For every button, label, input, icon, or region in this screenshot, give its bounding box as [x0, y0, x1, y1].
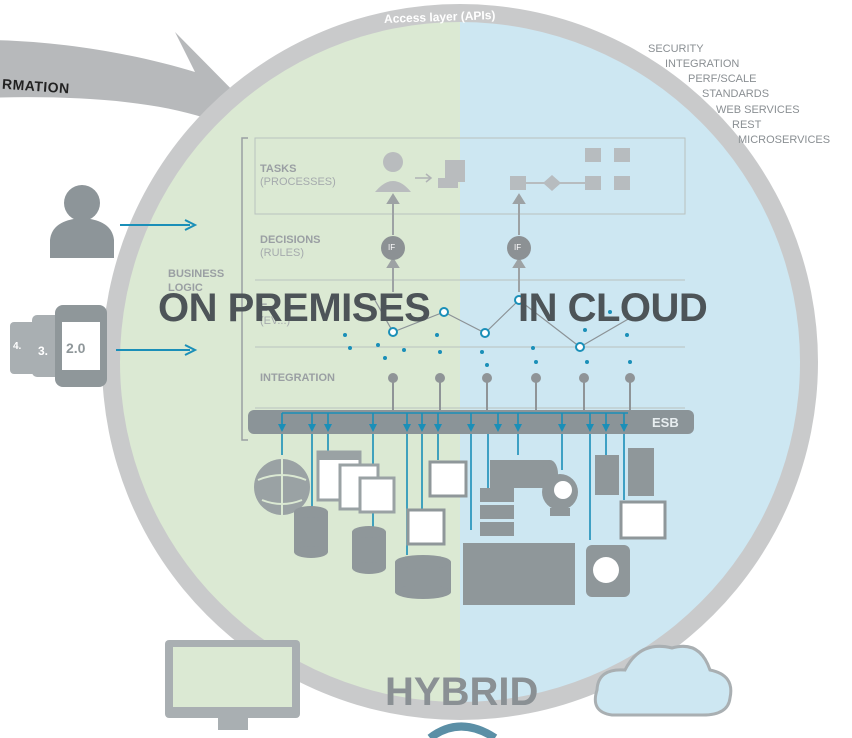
capability-item: WEB SERVICES: [716, 104, 800, 116]
tasks-layer-title: TASKS: [260, 163, 297, 175]
in-cloud-label: IN CLOUD: [518, 286, 708, 330]
device-version-3: 3.: [38, 344, 49, 358]
globe-icon: [254, 459, 310, 515]
arrow-right-icon: [415, 173, 433, 183]
capability-item: INTEGRATION: [665, 58, 740, 70]
tasks-layer-subtitle: (PROCESSES): [260, 176, 336, 188]
device-version-4: 4.: [13, 341, 22, 352]
rule-badge-right-label: IF: [514, 243, 522, 252]
decisions-layer-subtitle: (RULES): [260, 247, 305, 259]
events-layer-subtitle: (EV...): [260, 315, 291, 327]
event-nodes: [388, 295, 585, 352]
browser-window-icon: [406, 460, 667, 546]
devices-arrow: [116, 344, 198, 356]
esb-arrowheads: [278, 424, 628, 432]
integration-layer-title: INTEGRATION: [260, 372, 335, 384]
esb-label: ESB: [652, 415, 679, 430]
table-icon: [316, 450, 396, 514]
agent-icon: [375, 152, 411, 192]
workflow-icon: [510, 148, 630, 191]
integration-connectors: [388, 373, 635, 410]
idea-chart-icon: [542, 474, 578, 516]
on-premises-label: ON PREMISES: [158, 286, 431, 330]
capability-item: PERF/SCALE: [688, 73, 757, 85]
devices-icon: [10, 305, 107, 387]
capability-item: REST: [732, 119, 762, 131]
business-logic-bracket: [241, 137, 248, 441]
device-version-2: 2.0: [66, 340, 86, 356]
business-logic-label-line1: BUSINESS: [168, 268, 225, 280]
capability-item: MICROSERVICES: [738, 134, 831, 146]
capability-item: STANDARDS: [702, 88, 770, 100]
rule-badge-right: [507, 236, 531, 260]
buildings-icon: [595, 448, 654, 496]
desktop-monitor-icon: [165, 640, 300, 730]
layer-bands: [254, 137, 686, 409]
bottom-connector-icon: [427, 722, 498, 738]
events-layer-title: E: [260, 302, 268, 314]
server-icon: [480, 488, 514, 536]
capability-item: SECURITY: [648, 43, 704, 55]
business-logic-label-line2: LOGIC: [168, 282, 203, 294]
delivery-icon: [438, 160, 465, 188]
flow-arrows: [386, 193, 526, 292]
event-dots: [343, 310, 632, 367]
hybrid-label: HYBRID: [385, 670, 539, 714]
user-arrow: [120, 219, 198, 231]
user-icon: [50, 185, 114, 258]
rule-badge-left: [381, 236, 405, 260]
on-premises-region: [120, 22, 460, 702]
cloud-icon: [593, 644, 733, 717]
app-grid-icon: [463, 543, 575, 605]
transformation-arrow: [0, 32, 250, 150]
decisions-layer-title: DECISIONS: [260, 234, 321, 246]
cloud-sync-icon: [586, 545, 630, 597]
database-icon: [294, 506, 451, 599]
rule-badge-left-label: IF: [388, 243, 396, 252]
